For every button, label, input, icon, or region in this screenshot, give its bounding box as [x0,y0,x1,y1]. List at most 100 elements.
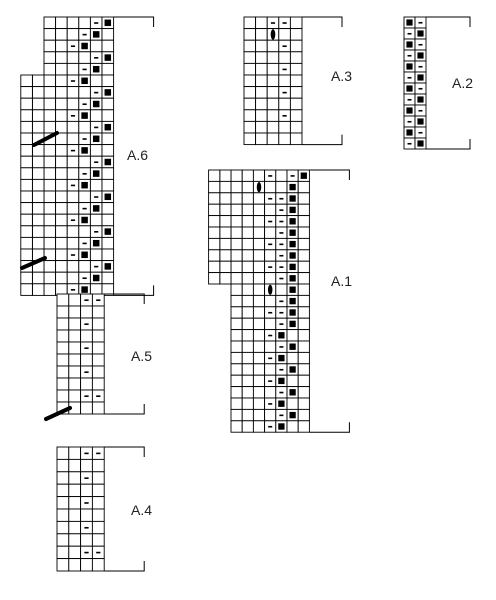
purl-symbol [82,277,87,280]
filled-square-symbol [417,30,424,37]
chart-cell [289,74,303,88]
chart-grid [56,293,105,415]
chart-cell [68,520,82,535]
chart-cell [43,260,57,273]
chart-cell [101,109,115,122]
filled-square-symbol [289,218,296,225]
chart-cell [56,520,70,535]
chart-cell [297,397,310,410]
chart-cell [255,109,268,122]
chart-cell [66,190,80,204]
purl-symbol [84,347,89,349]
chart-cell [264,249,277,262]
filled-square-symbol [289,366,296,373]
chart-cell [55,144,68,157]
chart-cell [91,353,105,367]
chart-cell [289,97,303,111]
chart-cell [91,377,105,391]
chart-cell [43,236,57,250]
chart-cell [56,446,70,460]
purl-symbol [268,334,273,337]
chart-cell [55,260,68,273]
chart-cell [55,16,68,30]
chart-cell [66,16,80,30]
chart-cell [219,249,232,262]
filled-square-symbol [278,400,285,407]
chart-cell [20,248,33,262]
purl-symbol [84,452,89,455]
chart-cell [286,329,299,342]
chart-cell [230,249,243,262]
chart-cell [55,178,68,192]
chart-cell [20,202,33,215]
chart-cell [66,97,80,111]
chart-cell [275,180,288,194]
chart-cell [43,120,57,134]
chart-cell [31,283,45,296]
chart-cell [56,471,70,485]
chart-cell [208,237,221,251]
chart-cell [230,306,243,319]
chart-cell [66,132,80,146]
chart-cell [20,86,33,99]
chart-cell [289,109,303,122]
chart-cell [230,237,243,251]
chart-cell [55,28,68,41]
chart-cell [31,225,45,238]
chart-cell [278,51,291,64]
purl-symbol [279,391,284,394]
chart-cell [68,377,82,391]
chart-cell [78,51,91,64]
chart-cell [43,167,57,180]
filled-square-symbol [417,140,424,147]
chart-cell [101,39,115,53]
chart-cell [68,353,82,367]
chart-cell [252,351,266,365]
filled-square-symbol [406,129,413,136]
chart-cell [219,169,232,182]
chart-cell [31,271,45,285]
chart-cell [80,329,93,343]
chart-cell [264,408,277,422]
chart-cell [286,351,299,365]
chart-cell [252,374,266,388]
chart-cell [241,203,254,217]
chart-a4: A.4 [56,446,152,572]
chart-grid [43,16,115,296]
chart-cell [255,51,268,64]
chart-cell [43,39,57,53]
chart-cell [89,144,103,157]
chart-cell [56,483,70,498]
chart-cell [266,97,280,111]
chart-cell [252,237,266,251]
chart-cell [255,97,268,111]
chart-cell [80,353,93,367]
chart-cell [68,545,82,560]
chart-cell [297,408,310,422]
chart-cell [43,28,57,41]
purl-symbol [84,371,89,373]
chart-cell [264,272,277,285]
chart-cell [278,74,291,88]
chart-cell [91,401,105,415]
purl-symbol [96,395,101,397]
chart-cell [66,28,80,41]
filled-square-symbol [406,107,413,114]
chart-cell [230,215,243,228]
chart-cell [243,97,257,111]
chart-cell [68,558,82,572]
chart-cell [68,317,82,331]
chart-cell [91,483,105,498]
chart-cell [80,305,93,319]
chart-cell [286,420,299,433]
chart-cell [91,458,105,473]
purl-symbol [279,300,284,303]
purl-symbol [82,242,87,245]
filled-square-symbol [92,31,100,38]
filled-square-symbol [104,19,112,27]
chart-cell [241,294,254,308]
chart-cell [55,190,68,204]
chart-cell [43,283,57,296]
chart-cell [241,340,254,353]
chart-cell [241,317,254,331]
